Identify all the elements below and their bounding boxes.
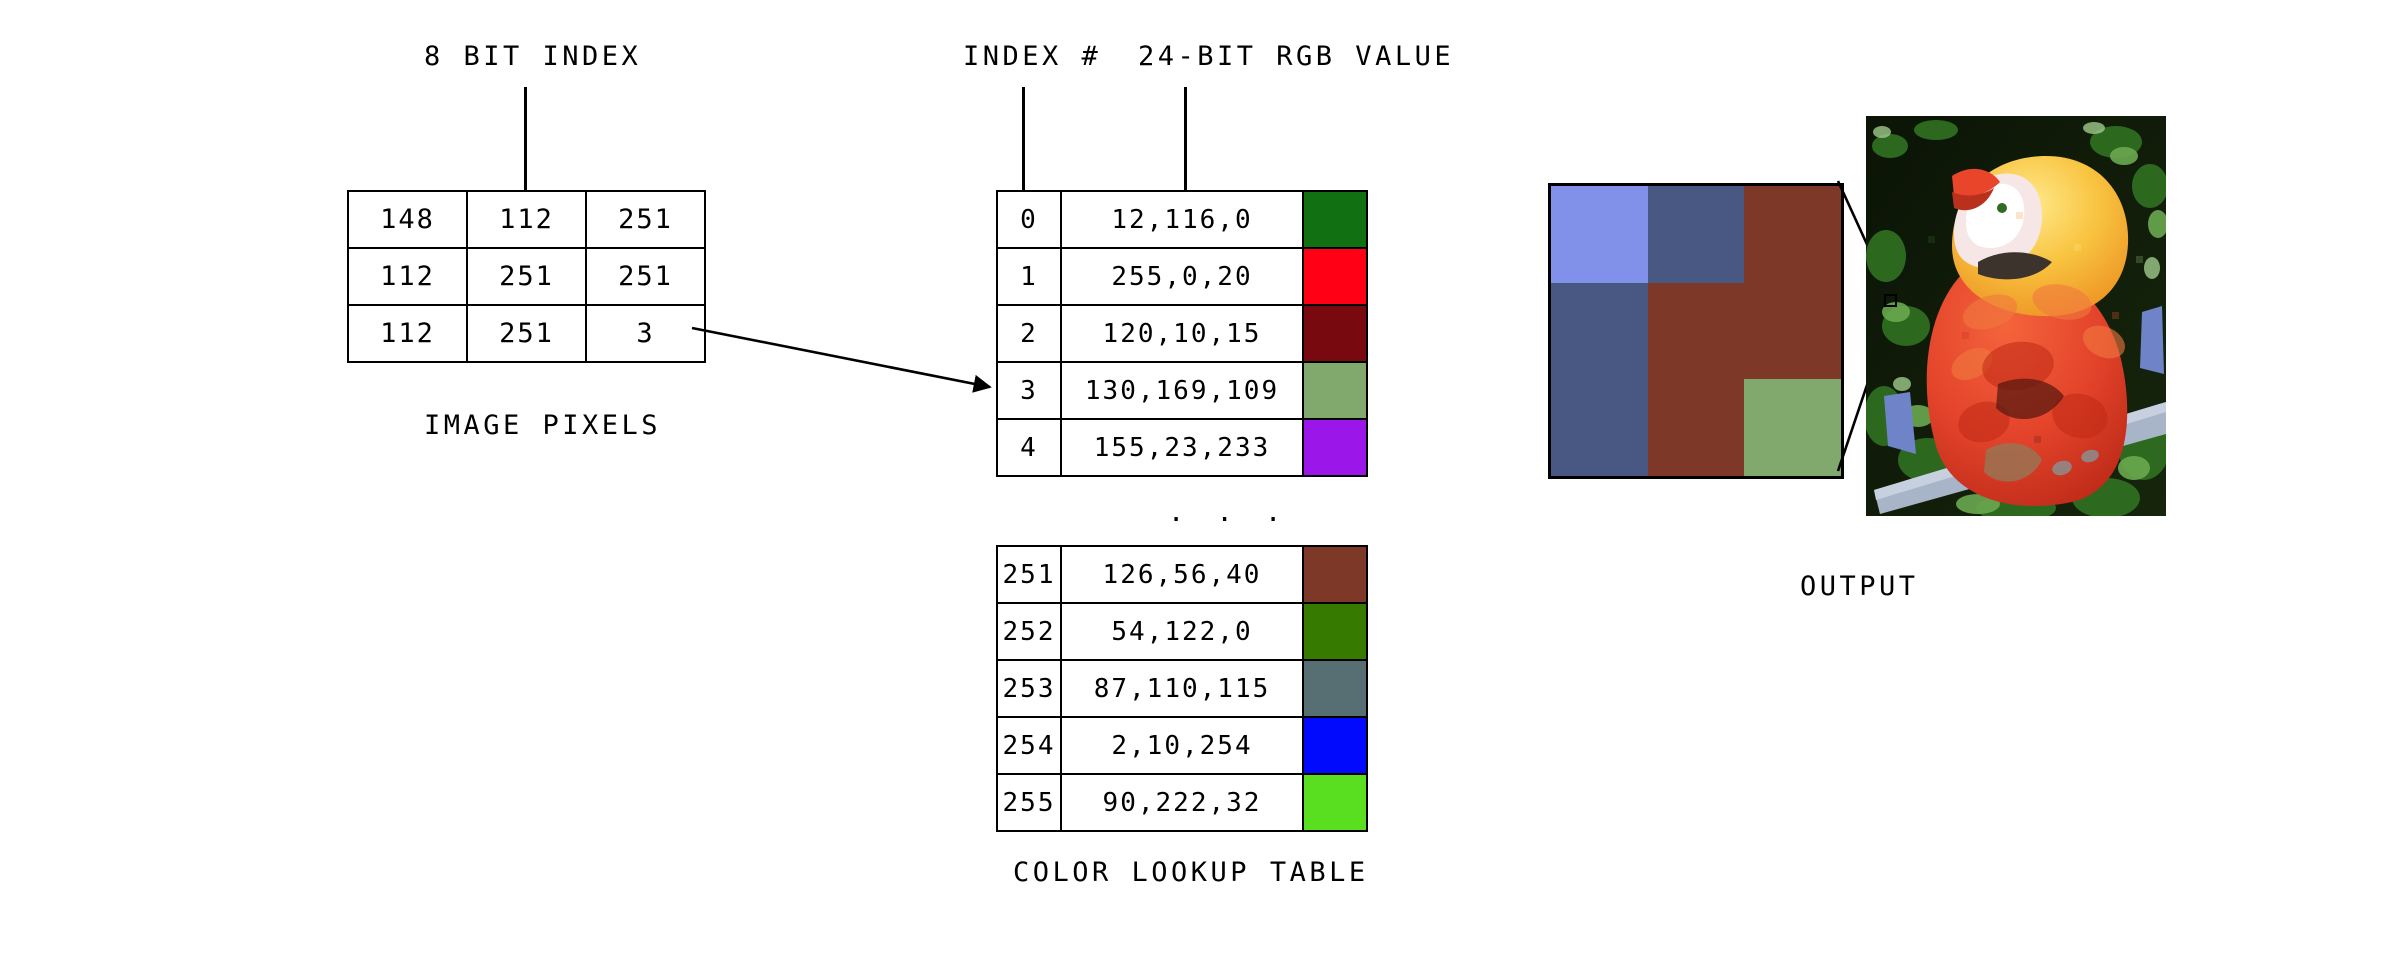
clut-index-cell: 0 [996, 190, 1062, 249]
clut-index-leader-line [1022, 87, 1025, 190]
clut-rgb-header-label: 24-BIT RGB VALUE [1138, 41, 1455, 72]
table-row: 252 54,122,0 [996, 602, 1368, 661]
table-row: 112 251 3 [347, 304, 706, 363]
clut-index-cell: 251 [996, 545, 1062, 604]
color-lookup-table-bottom: 251 126,56,40 252 54,122,0 253 87,110,11… [996, 545, 1368, 832]
magnifier-marker [1884, 294, 1897, 307]
clut-ellipsis: . . . [1168, 497, 1290, 528]
clut-color-swatch [1302, 418, 1368, 477]
clut-rgb-cell: 255,0,20 [1060, 247, 1304, 306]
image-pixels-caption: IMAGE PIXELS [424, 410, 662, 441]
magnified-cell [1744, 379, 1841, 476]
pixel-cell: 112 [347, 304, 468, 363]
magnified-cell [1551, 379, 1648, 476]
clut-index-cell: 252 [996, 602, 1062, 661]
magnified-cell [1744, 186, 1841, 283]
pixel-cell: 112 [466, 190, 587, 249]
clut-color-swatch [1302, 602, 1368, 661]
clut-index-header-label: INDEX # [963, 41, 1102, 72]
table-row: 112 251 251 [347, 247, 706, 306]
pixel-cell: 251 [466, 247, 587, 306]
clut-index-cell: 4 [996, 418, 1062, 477]
clut-color-swatch [1302, 190, 1368, 249]
table-row: 2 120,10,15 [996, 304, 1368, 363]
clut-rgb-cell: 120,10,15 [1060, 304, 1304, 363]
image-pixels-table: 148 112 251 112 251 251 112 251 3 [347, 190, 706, 363]
pixel-cell: 251 [466, 304, 587, 363]
clut-rgb-leader-line [1184, 87, 1187, 190]
clut-rgb-cell: 90,222,32 [1060, 773, 1304, 832]
clut-index-cell: 255 [996, 773, 1062, 832]
pixel-table-header-label: 8 BIT INDEX [424, 41, 642, 72]
clut-color-swatch [1302, 773, 1368, 832]
pixel-cell: 3 [585, 304, 706, 363]
clut-rgb-cell: 126,56,40 [1060, 545, 1304, 604]
clut-color-swatch [1302, 304, 1368, 363]
pixel-header-leader-line [524, 87, 527, 190]
pixel-cell: 251 [585, 247, 706, 306]
magnified-pixel-block [1548, 183, 1844, 479]
clut-index-cell: 2 [996, 304, 1062, 363]
scarlet-macaw-illustration [1866, 116, 2166, 516]
output-photo [1866, 116, 2166, 516]
table-row: 253 87,110,115 [996, 659, 1368, 718]
table-row: 4 155,23,233 [996, 418, 1368, 477]
magnified-cell [1647, 379, 1745, 476]
clut-color-swatch [1302, 659, 1368, 718]
magnified-cell [1647, 186, 1745, 283]
clut-index-cell: 1 [996, 247, 1062, 306]
table-row: 254 2,10,254 [996, 716, 1368, 775]
clut-index-cell: 3 [996, 361, 1062, 420]
clut-rgb-cell: 130,169,109 [1060, 361, 1304, 420]
clut-rgb-cell: 155,23,233 [1060, 418, 1304, 477]
magnified-cell [1551, 282, 1648, 380]
table-row: 251 126,56,40 [996, 545, 1368, 604]
pixel-cell: 112 [347, 247, 468, 306]
magnified-cell [1744, 282, 1841, 380]
clut-rgb-cell: 54,122,0 [1060, 602, 1304, 661]
lookup-arrow [691, 326, 992, 393]
output-caption: OUTPUT [1800, 571, 1919, 602]
magnified-cell [1551, 186, 1648, 283]
clut-rgb-cell: 2,10,254 [1060, 716, 1304, 775]
pixel-cell: 251 [585, 190, 706, 249]
clut-rgb-cell: 87,110,115 [1060, 659, 1304, 718]
clut-rgb-cell: 12,116,0 [1060, 190, 1304, 249]
clut-color-swatch [1302, 247, 1368, 306]
color-lookup-table-top: 0 12,116,0 1 255,0,20 2 120,10,15 3 130,… [996, 190, 1368, 477]
pixel-cell: 148 [347, 190, 468, 249]
magnified-cell [1647, 282, 1745, 380]
clut-color-swatch [1302, 716, 1368, 775]
clut-color-swatch [1302, 361, 1368, 420]
clut-index-cell: 253 [996, 659, 1062, 718]
table-row: 1 255,0,20 [996, 247, 1368, 306]
table-row: 3 130,169,109 [996, 361, 1368, 420]
clut-color-swatch [1302, 545, 1368, 604]
color-lookup-table-caption: COLOR LOOKUP TABLE [1013, 857, 1369, 888]
table-row: 0 12,116,0 [996, 190, 1368, 249]
clut-index-cell: 254 [996, 716, 1062, 775]
table-row: 148 112 251 [347, 190, 706, 249]
table-row: 255 90,222,32 [996, 773, 1368, 832]
